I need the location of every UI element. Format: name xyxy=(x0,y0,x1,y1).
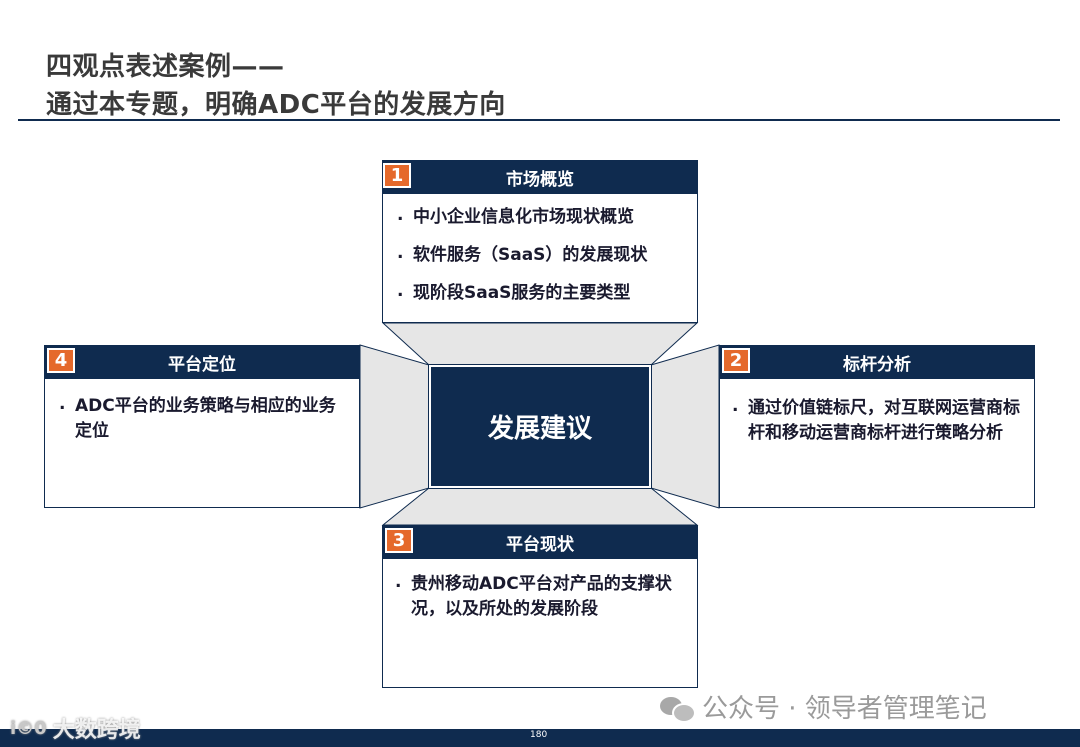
connector-bottom xyxy=(381,487,699,526)
list-item: 现阶段SaaS服务的主要类型 xyxy=(397,279,697,306)
brand-watermark: i©0 大数跨境 xyxy=(10,712,141,744)
panel-number-badge: 4 xyxy=(47,348,75,373)
bullet-list: 贵州移动ADC平台对产品的支撑状况，以及所处的发展阶段 xyxy=(383,570,697,622)
watermark-text: 公众号 · 领导者管理笔记 xyxy=(702,694,987,724)
bullet-list: 通过价值链标尺，对互联网运营商标杆和移动运营商标杆进行策略分析 xyxy=(720,394,1034,446)
connector-right xyxy=(650,344,720,509)
panel-platform-positioning: 平台定位 4 ADC平台的业务策略与相应的业务定位 xyxy=(44,345,360,508)
bullet-list: ADC平台的业务策略与相应的业务定位 xyxy=(45,392,359,444)
brand-text: 大数跨境 xyxy=(52,718,141,743)
panel-title: 平台定位 xyxy=(45,346,359,379)
title-divider xyxy=(18,119,1060,121)
page-number: 180 xyxy=(530,730,548,740)
panel-title: 标杆分析 xyxy=(720,346,1034,379)
panel-benchmark-analysis: 标杆分析 2 通过价值链标尺，对互联网运营商标杆和移动运营商标杆进行策略分析 xyxy=(719,345,1035,508)
list-item: 中小企业信息化市场现状概览 xyxy=(397,203,697,230)
panel-title: 平台现状 xyxy=(383,526,697,559)
panel-number-badge: 1 xyxy=(383,163,411,188)
center-development-suggestion: 发展建议 xyxy=(428,364,652,489)
connector-top xyxy=(381,322,699,366)
list-item: 软件服务（SaaS）的发展现状 xyxy=(397,241,697,268)
list-item: 通过价值链标尺，对互联网运营商标杆和移动运营商标杆进行策略分析 xyxy=(732,394,1022,446)
panel-number-badge: 3 xyxy=(385,528,413,553)
page-title-line-1: 四观点表述案例—— xyxy=(46,52,285,82)
list-item: 贵州移动ADC平台对产品的支撑状况，以及所处的发展阶段 xyxy=(395,570,689,622)
panel-number-badge: 2 xyxy=(722,348,750,373)
panel-title: 市场概览 xyxy=(383,161,697,194)
page-title-line-2: 通过本专题，明确ADC平台的发展方向 xyxy=(46,90,506,120)
bullet-list: 中小企业信息化市场现状概览 软件服务（SaaS）的发展现状 现阶段SaaS服务的… xyxy=(383,203,697,319)
panel-market-overview: 市场概览 1 中小企业信息化市场现状概览 软件服务（SaaS）的发展现状 现阶段… xyxy=(382,160,698,323)
panel-platform-status: 平台现状 3 贵州移动ADC平台对产品的支撑状况，以及所处的发展阶段 xyxy=(382,525,698,688)
footer-bar xyxy=(0,729,1080,747)
list-item: ADC平台的业务策略与相应的业务定位 xyxy=(59,392,347,444)
wechat-icon xyxy=(660,693,696,723)
wechat-watermark: 公众号 · 领导者管理笔记 xyxy=(660,688,987,725)
connector-left xyxy=(359,344,430,509)
brand-logo-icon: i©0 xyxy=(10,717,47,739)
